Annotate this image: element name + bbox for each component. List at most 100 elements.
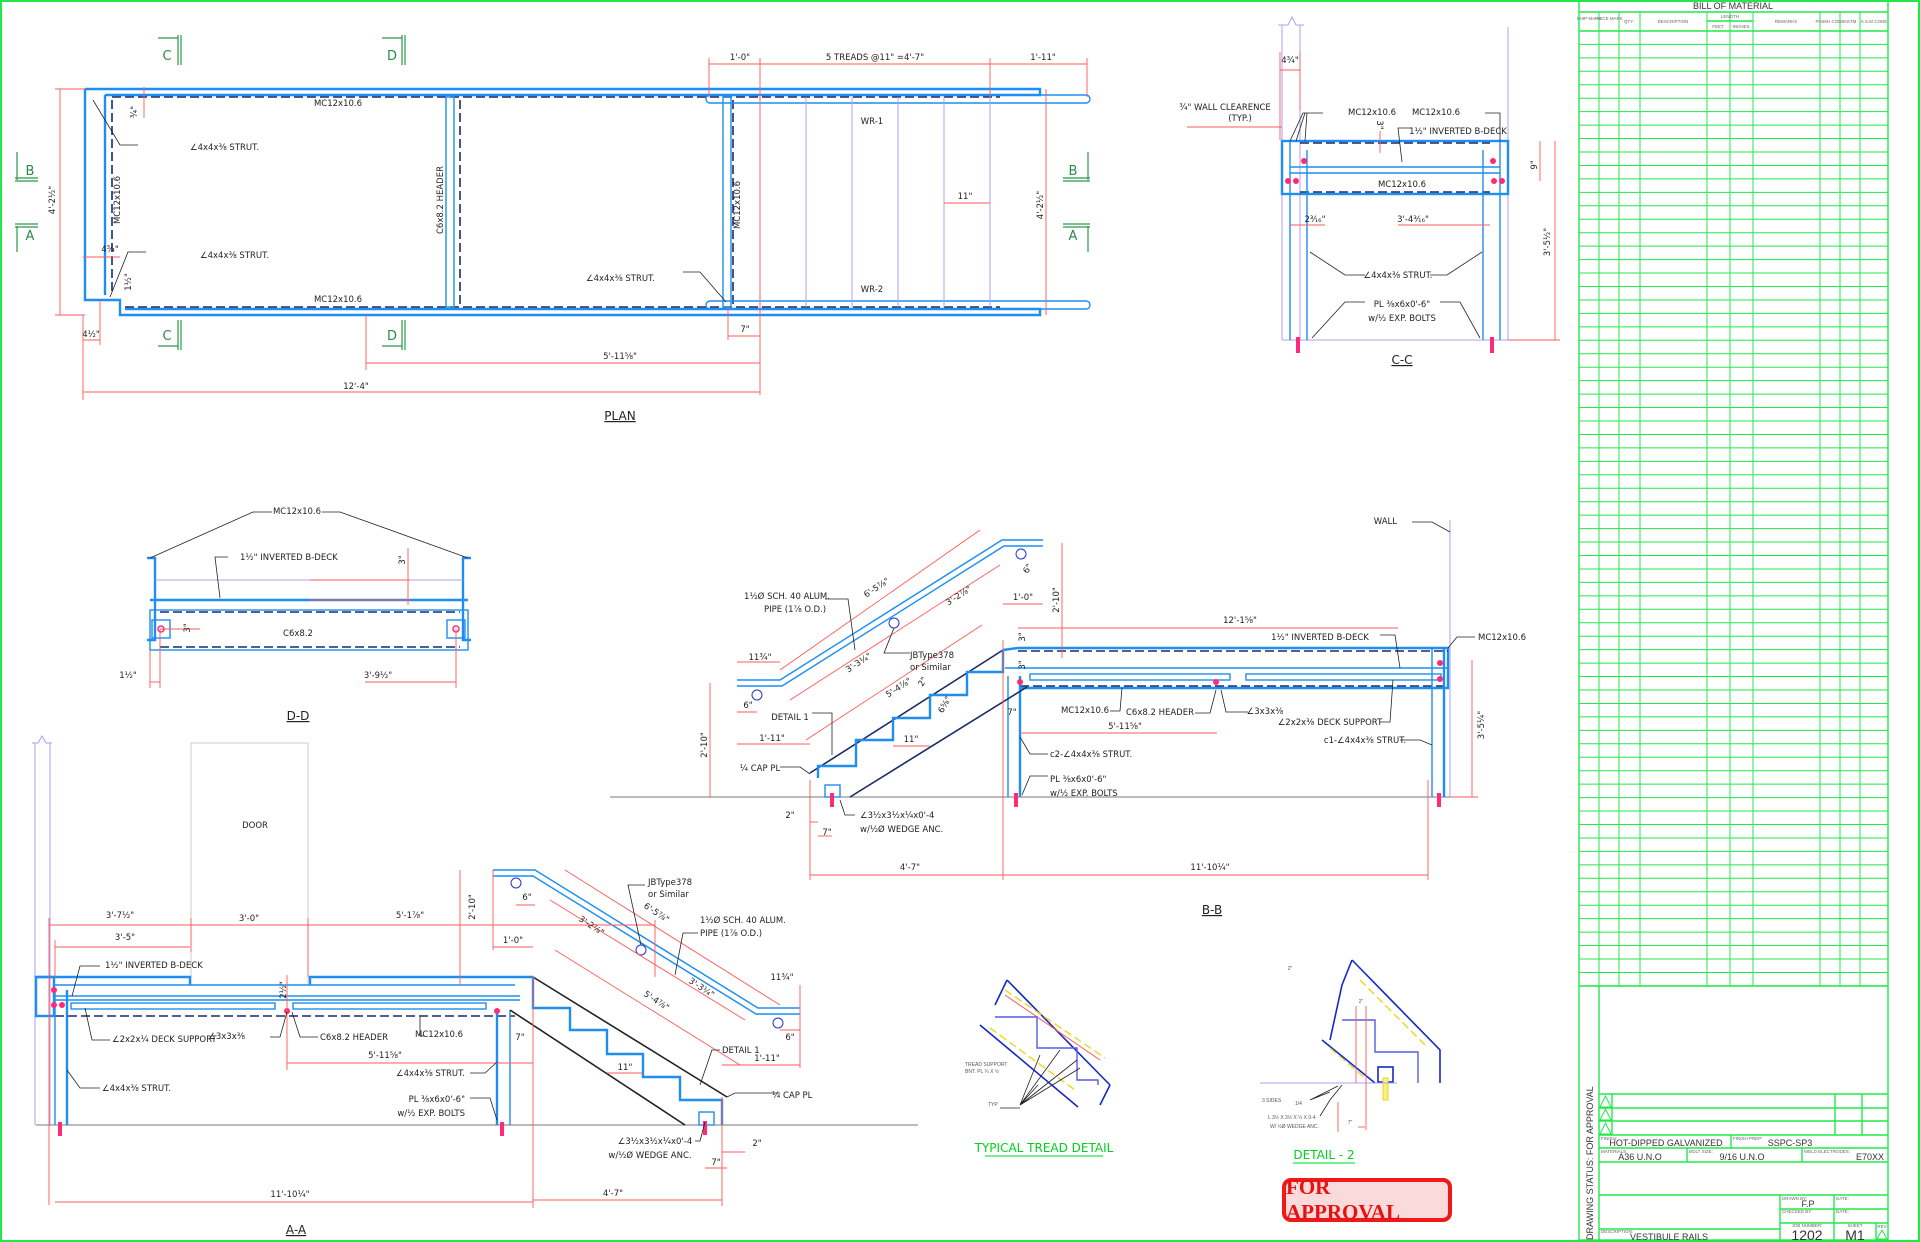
bb-wall-label: WALL <box>1374 517 1397 527</box>
dd-dim-3-9-label: 3'-9½" <box>364 671 392 681</box>
aa-dim-4-7-label: 4'-7" <box>603 1189 623 1199</box>
section-b-b <box>610 520 1478 880</box>
bb-angle-label: ∠3x3x⅜ <box>1247 707 1284 717</box>
bb-dim-6-label: 6" <box>743 701 752 711</box>
bb-cap-label: ¼ CAP PL <box>740 764 781 774</box>
aa-dim-7-label: 7" <box>711 1158 720 1168</box>
aa-dim-11-3-label: 11¾" <box>771 973 794 983</box>
plan-mc-top-label: MC12x10.6 <box>314 99 362 109</box>
details-d2-dim-2b-label: 2" <box>1288 966 1293 972</box>
aa-dim-11-label: 11" <box>618 1063 633 1073</box>
details-d2-weld-label: 1/4 <box>1295 1101 1302 1107</box>
plan-dim-7-label: 7" <box>740 325 749 335</box>
details-d2-dim-2-label: 2" <box>1359 999 1364 1005</box>
title-block-job-number-label-label: JOB NUMBER: <box>1792 1223 1823 1228</box>
bb-bdeck-label: 1½" INVERTED B-DECK <box>1271 633 1369 643</box>
bb-wedge-label: w/½Ø WEDGE ANC. <box>860 824 943 835</box>
bom-columns-5-label: FEET <box>1712 24 1724 29</box>
stairs-b-b <box>816 650 1005 778</box>
cc-mc-mid-label: MC12x10.6 <box>1378 180 1426 190</box>
cc-wall-clearance-label: ¾" WALL CLEARENCE <box>1179 103 1271 113</box>
typical-tread-detail-title: TYPICAL TREAD DETAIL <box>974 1141 1114 1155</box>
bb-dim-3a-label: 3" <box>1018 632 1028 641</box>
title-block-weld-label-label: WELD ELECTRODES: <box>1804 1149 1850 1154</box>
title-block-finish-label: HOT-DIPPED GALVANIZED <box>1609 1138 1723 1148</box>
cc-mc-right-label: MC12x10.6 <box>1412 108 1460 118</box>
plan-mc-left-label: MC12x10.6 <box>113 176 123 224</box>
plan-section-d-label: D <box>387 329 397 344</box>
title-block-checked-by-label-label: CHECKED BY: <box>1782 1209 1812 1214</box>
aa-angle2-label: ∠3½x3½x¼x0'-4 <box>618 1137 692 1147</box>
bb-dim-3-5-label: 3'-5¼" <box>1477 711 1487 739</box>
aa-pipe-label: 1½Ø SCH. 40 ALUM. <box>700 915 786 926</box>
plan-strut-right-label: ∠4x4x⅜ STRUT. <box>586 274 655 284</box>
bb-dim-1-0-label: 1'-0" <box>1013 593 1033 603</box>
title-block <box>1579 985 1888 1240</box>
dd-dim-3b-label: 3" <box>183 623 193 632</box>
dd-dim-1-1-2-label: 1½" <box>119 671 137 681</box>
plan-title: PLAN <box>604 409 635 423</box>
bom-table-rows <box>1579 12 1888 987</box>
plan-section-c-label: C <box>162 49 171 64</box>
plan-section-d-label: D <box>387 49 397 64</box>
aa-angle-label: ∠3x3x⅜ <box>208 1032 245 1042</box>
title-block-materials-label-label: MATERIALS: <box>1601 1149 1627 1154</box>
aa-cap-label: ¼ CAP PL <box>772 1091 813 1101</box>
stairs-a-a <box>531 977 724 1125</box>
section-d-d <box>147 511 471 688</box>
bb-jb-label: JBType378 <box>909 651 954 661</box>
bb-dim-11-label: 11" <box>904 735 919 745</box>
bb-jb2-label: or Similar <box>910 663 951 673</box>
bb-header-label: C6x8.2 HEADER <box>1126 708 1194 718</box>
section-c-c <box>1187 15 1560 353</box>
bb-dim-2b-label: 2" <box>917 675 930 688</box>
plan-mc-bottom-label: MC12x10.6 <box>314 295 362 305</box>
bb-dim-3b-label: 3" <box>1018 660 1028 669</box>
bb-dim-2-label: 2" <box>785 811 794 821</box>
aa-dim-1-11-label: 1'-11" <box>754 1054 780 1064</box>
cc-dim-4-3-4-label: 4¾" <box>1281 56 1299 66</box>
bb-dim-7b-label: 7" <box>1007 708 1016 718</box>
title-block-weld-label: E70XX <box>1856 1152 1884 1162</box>
aa-dim-7b-label: 7" <box>515 1033 524 1043</box>
title-block-sheet-label-label: SHEET <box>1847 1223 1862 1228</box>
plan-dim-5-11-label: 5'-11⅝" <box>603 352 637 362</box>
aa-dim-2-1-2-label: 2½" <box>279 981 289 999</box>
bb-deck-support-label: ∠2x2x⅜ DECK SUPPORT <box>1278 718 1383 728</box>
aa-bdeck-label: 1½" INVERTED B-DECK <box>105 961 203 971</box>
bb-dim-7-label: 7" <box>822 828 831 838</box>
bb-dim-2-10-left-label: 2'-10" <box>700 732 710 758</box>
typical-tread-detail <box>979 979 1111 1157</box>
bb-dim-12-1-label: 12'-1⅝" <box>1223 616 1257 626</box>
aa-pipe2-label: PIPE (1⅞ O.D.) <box>700 929 762 939</box>
bb-dim-1-11-label: 1'-11" <box>759 734 785 744</box>
title-block-description-label-label: DESCRIPTION: <box>1601 1229 1633 1234</box>
bb-dim-6-5-8-label: 6⅝" <box>937 695 954 715</box>
plan-leaders <box>92 99 727 303</box>
aa-dim-3-5-label: 3'-5" <box>115 933 135 943</box>
bom-columns-2-label: QTY. <box>1624 19 1634 24</box>
plan-dim-1-11-label: 1'-11" <box>1030 53 1056 63</box>
bb-plate-label: PL ⅜x6x0'-6" <box>1050 775 1106 785</box>
aa-dim-6b-label: 6" <box>785 1033 794 1043</box>
bb-dim-4-7-label: 4'-7" <box>900 863 920 873</box>
plan-section-c-label: C <box>162 329 171 344</box>
plan-dim-treads-label: 5 TREADS @11" =4'-7" <box>826 53 924 63</box>
bb-mc-label: MC12x10.6 <box>1478 633 1526 643</box>
details-d2-wedge-label: W/ ½Ø WEDGE ANC. <box>1270 1123 1319 1130</box>
plan-section-b-label: B <box>26 164 35 179</box>
bb-pipe2-label: PIPE (1⅞ O.D.) <box>764 605 826 615</box>
bb-dim-6-5-label: 6'-5⅞" <box>862 576 891 600</box>
stringer-b-b <box>809 649 1028 798</box>
c-c-title: C-C <box>1391 353 1412 367</box>
stringer-a-a <box>509 976 728 1126</box>
bb-mc-mid-label: MC12x10.6 <box>1061 706 1109 716</box>
plan-dim-11-label: 11" <box>958 192 973 202</box>
revision-triangle-icons <box>1599 1094 1888 1240</box>
cc-dim-9-label: 9" <box>1530 160 1540 169</box>
bb-dim-5-4-label: 5'-4⅞" <box>884 676 913 700</box>
aa-dim-3-0-label: 3'-0" <box>239 914 259 924</box>
plan-section-a-label: A <box>26 229 35 244</box>
